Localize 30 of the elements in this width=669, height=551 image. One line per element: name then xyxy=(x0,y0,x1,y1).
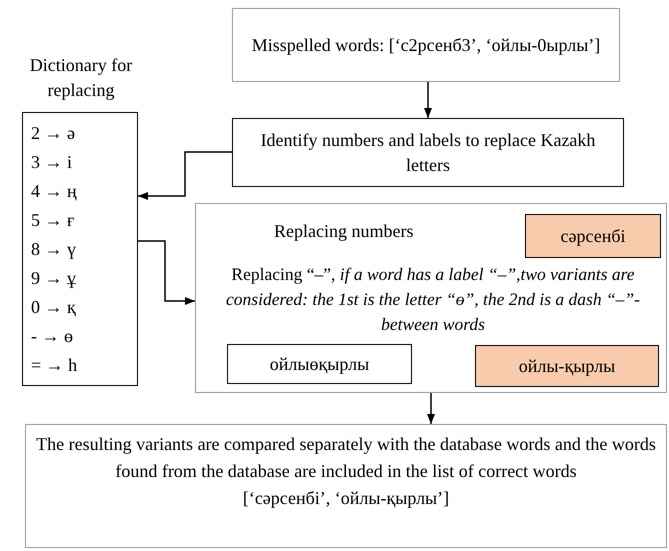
step-text: Identify numbers and labels to replace Kazakh letters xyxy=(260,128,596,176)
arrow xyxy=(424,82,432,118)
process-box xyxy=(232,118,624,187)
mapping-entry: = → һ xyxy=(31,354,78,377)
mapping-entry: 9 → ұ xyxy=(31,267,77,290)
process-box xyxy=(232,8,620,82)
dictionary-heading: Dictionary for replacing xyxy=(28,54,134,102)
mapping-entry: 8 → ү xyxy=(31,238,77,261)
word-box xyxy=(475,345,659,387)
word-label: сәрсенбі xyxy=(560,224,626,248)
arrow xyxy=(138,240,195,305)
arrow xyxy=(427,393,435,424)
word-label: ойлыөқырлы xyxy=(270,352,370,376)
mapping-entry: 4 → ң xyxy=(31,180,78,203)
result-list: [‘сәрсенбі’, ‘ойлы-қырлы’] xyxy=(242,485,450,512)
process-box xyxy=(25,424,667,548)
mapping-entry: 5 → ғ xyxy=(31,209,76,232)
step-heading: Replacing numbers xyxy=(274,220,414,242)
result-description: The resulting variants are compared separately with the database words and the words found from the database are included in the list of correct words xyxy=(35,433,657,483)
word-label: ойлы-қырлы xyxy=(518,354,616,378)
arrow xyxy=(138,151,232,200)
step-description: Replacing “–”, if a word has a label “–”,two variants are considered: the 1st is the letter “ө”, the 2nd is a dash “–”-between words xyxy=(225,263,641,336)
mapping-entry: 3 → і xyxy=(31,151,74,174)
step-text: Misspelled words: [‘с2рсенб3’, ‘ойлы-0ырлы’] xyxy=(252,34,600,57)
mapping-entry: 0 → қ xyxy=(31,296,77,319)
word-box xyxy=(525,214,661,258)
word-box xyxy=(227,344,412,384)
process-box xyxy=(195,203,667,393)
mapping-entry: 2 → ә xyxy=(31,122,76,145)
mapping-entry: - → ө xyxy=(31,325,74,348)
